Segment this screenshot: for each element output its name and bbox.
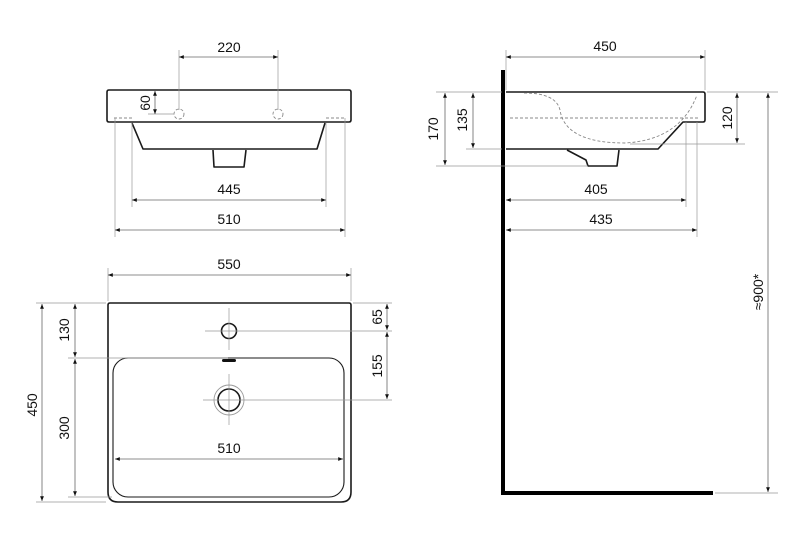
plan-view: 550 450 130 300 65 155 510 xyxy=(24,256,392,503)
dim-label-depth: 450 xyxy=(593,38,617,54)
dim-label-back-to-basin: 130 xyxy=(56,318,72,342)
side-view: 450 170 135 120 405 435 ≈900* xyxy=(425,38,778,495)
dim-label-rim-height: 60 xyxy=(137,95,153,111)
dim-label-total-height: 170 xyxy=(425,117,441,141)
dim-label-bowl-height: 135 xyxy=(454,108,470,132)
dim-label-plan-depth: 450 xyxy=(24,393,40,417)
dim-label-plan-width: 550 xyxy=(217,256,241,272)
dim-label-overall-width-front: 510 xyxy=(217,211,241,227)
dim-label-basin-depth: 300 xyxy=(56,416,72,440)
wall-and-floor xyxy=(501,70,713,495)
overflow-slot-icon xyxy=(222,359,236,362)
dim-label-bowl-width: 445 xyxy=(217,181,241,197)
plan-basin xyxy=(112,357,345,498)
front-drain xyxy=(212,149,247,168)
tap-hole-left-icon xyxy=(173,108,185,120)
dim-label-back-to-tap: 65 xyxy=(369,309,385,325)
dim-label-outlet-depth: 435 xyxy=(589,211,613,227)
dim-label-rim-to-slope: 120 xyxy=(719,106,735,130)
side-bowl-hidden xyxy=(523,92,698,144)
front-view: 220 60 445 510 xyxy=(106,39,352,237)
plan-outer xyxy=(107,302,352,503)
dim-label-bowl-depth: 405 xyxy=(584,181,608,197)
dim-label-basin-width: 510 xyxy=(217,440,241,456)
dim-label-tap-spacing: 220 xyxy=(217,39,241,55)
front-rim xyxy=(106,89,352,123)
front-bowl xyxy=(131,122,326,150)
side-basin xyxy=(506,91,706,150)
dim-label-tap-to-drain: 155 xyxy=(369,354,385,378)
tap-hole-right-icon xyxy=(272,108,284,120)
dim-label-mounting-height: ≈900* xyxy=(750,273,766,310)
side-drain xyxy=(566,149,620,167)
